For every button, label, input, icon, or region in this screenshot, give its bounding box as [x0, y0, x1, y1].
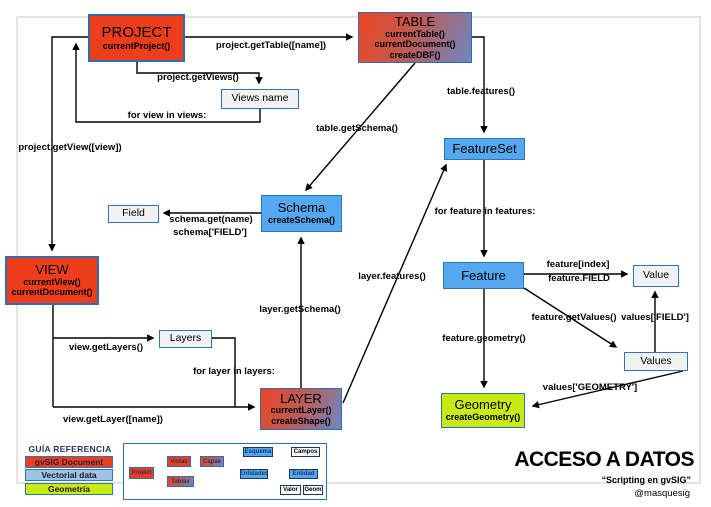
edge-label-layer-get-schema: layer.getSchema() — [259, 304, 341, 315]
node-value-title: Value — [642, 269, 670, 282]
edge-label-get-table: project.getTable([name]) — [215, 40, 327, 51]
edge-label-for-view: for view in views: — [127, 110, 207, 121]
node-view-title: VIEW — [35, 262, 69, 278]
node-schema-method: createSchema() — [267, 215, 336, 226]
edge-label-view-get-layer: view.getLayer([name]) — [63, 414, 163, 425]
edge-label-get-view: project.getView([view]) — [18, 142, 122, 153]
arrow-feature-to-values — [523, 287, 618, 348]
mini-node-vistas: Vistas — [167, 456, 191, 467]
edge-label-values-field: values['FIELD'] — [621, 312, 689, 323]
node-layers: Layers — [159, 330, 212, 348]
node-table-title: TABLE — [394, 14, 436, 30]
edge-label-schema-field: schema['FIELD'] — [173, 227, 247, 238]
node-schema: Schema createSchema() — [261, 195, 342, 232]
edge-label-feature-index: feature[index] — [546, 259, 610, 270]
legend-item-gvsig-document: gvSIG Document — [25, 456, 113, 468]
node-geometry: Geometry createGeometry() — [441, 393, 525, 428]
mini-node-entidad: Entidad — [289, 469, 318, 479]
arrow-values-to-geometry — [531, 370, 684, 409]
node-project-method: currentProject() — [102, 40, 171, 51]
arrow-table-to-schema — [305, 62, 416, 192]
twitter-handle: @masquesig — [634, 488, 690, 499]
node-view-method-2: currentDocument() — [11, 287, 93, 298]
node-layer-method-2: createShape() — [271, 415, 331, 426]
mini-node-tablas: Tablas — [167, 476, 194, 487]
arrow-project-to-viewsname — [136, 62, 263, 85]
node-table-method-2: currentDocument() — [374, 39, 456, 50]
page-title: ACCESO A DATOS — [514, 448, 694, 471]
arrow-table-to-featureset — [472, 36, 488, 134]
node-layer-method-1: currentLayer() — [270, 405, 332, 416]
edge-label-feature-get-values: feature.getValues() — [531, 312, 617, 323]
edge-label-layer-features: layer.features() — [358, 271, 426, 282]
edge-label-feature-geometry: feature.geometry() — [442, 333, 526, 344]
mini-node-campos: Campos — [291, 447, 320, 457]
node-project: PROJECT currentProject() — [88, 14, 185, 62]
node-views-name-title: Views name — [231, 92, 289, 105]
node-view: VIEW currentView() currentDocument() — [5, 256, 99, 305]
edge-label-for-feature: for feature in features: — [434, 206, 536, 217]
node-view-method-1: currentView() — [23, 276, 81, 287]
node-layer: LAYER currentLayer() createShape() — [260, 388, 342, 430]
node-schema-title: Schema — [277, 200, 326, 216]
node-layer-title: LAYER — [280, 390, 322, 406]
legend-item-vectorial-data: Vectorial data — [25, 469, 113, 481]
edge-label-values-geometry: values['GEOMETRY'] — [542, 382, 638, 393]
edge-label-table-features: table.features() — [446, 86, 516, 97]
page-subtitle: “Scripting en gvSIG” — [601, 475, 691, 485]
mini-node-geom: Geom — [303, 485, 323, 495]
node-project-title: PROJECT — [101, 23, 172, 41]
mini-node-project: Project — [129, 467, 154, 479]
legend-heading: GUÍA REFERENCIA — [28, 444, 112, 454]
node-layers-title: Layers — [169, 332, 202, 345]
edge-label-table-get-schema: table.getSchema() — [316, 123, 398, 134]
mini-node-valor: Valor — [280, 485, 301, 495]
node-featureset: FeatureSet — [444, 138, 525, 160]
arrow-forview-loop — [72, 42, 261, 123]
node-geometry-title: Geometry — [454, 397, 512, 413]
legend-item-geometria: Geometría — [25, 483, 113, 495]
node-views-name: Views name — [221, 89, 299, 109]
node-feature: Feature — [443, 262, 524, 289]
node-values-title: Values — [640, 354, 672, 367]
edge-label-get-views: project.getViews() — [157, 72, 239, 83]
edge-label-feature-field: feature.FIELD — [548, 273, 610, 284]
mini-node-esquema: Esquema — [243, 447, 273, 457]
node-values: Values — [624, 352, 688, 371]
edge-label-view-get-layers: view.getLayers() — [68, 342, 144, 353]
node-featureset-title: FeatureSet — [452, 141, 517, 157]
node-value: Value — [633, 265, 679, 287]
node-table: TABLE currentTable() currentDocument() c… — [358, 12, 472, 63]
mini-node-entidades: Entidades — [240, 469, 268, 479]
node-field-title: Field — [122, 207, 145, 220]
edge-label-for-layer: for layer in layers: — [193, 366, 275, 377]
mini-node-capas: Capas — [200, 456, 224, 467]
arrow-project-to-view — [48, 36, 88, 252]
arrow-layer-to-featureset — [342, 163, 448, 404]
edge-label-schema-get: schema.get(name) — [169, 214, 253, 225]
node-table-method-1: currentTable() — [385, 28, 445, 39]
line-layers-loop — [212, 337, 236, 407]
node-table-method-3: createDBF() — [389, 49, 441, 60]
node-geometry-method: createGeometry() — [445, 412, 521, 423]
node-field: Field — [108, 205, 159, 223]
node-feature-title: Feature — [461, 267, 506, 283]
